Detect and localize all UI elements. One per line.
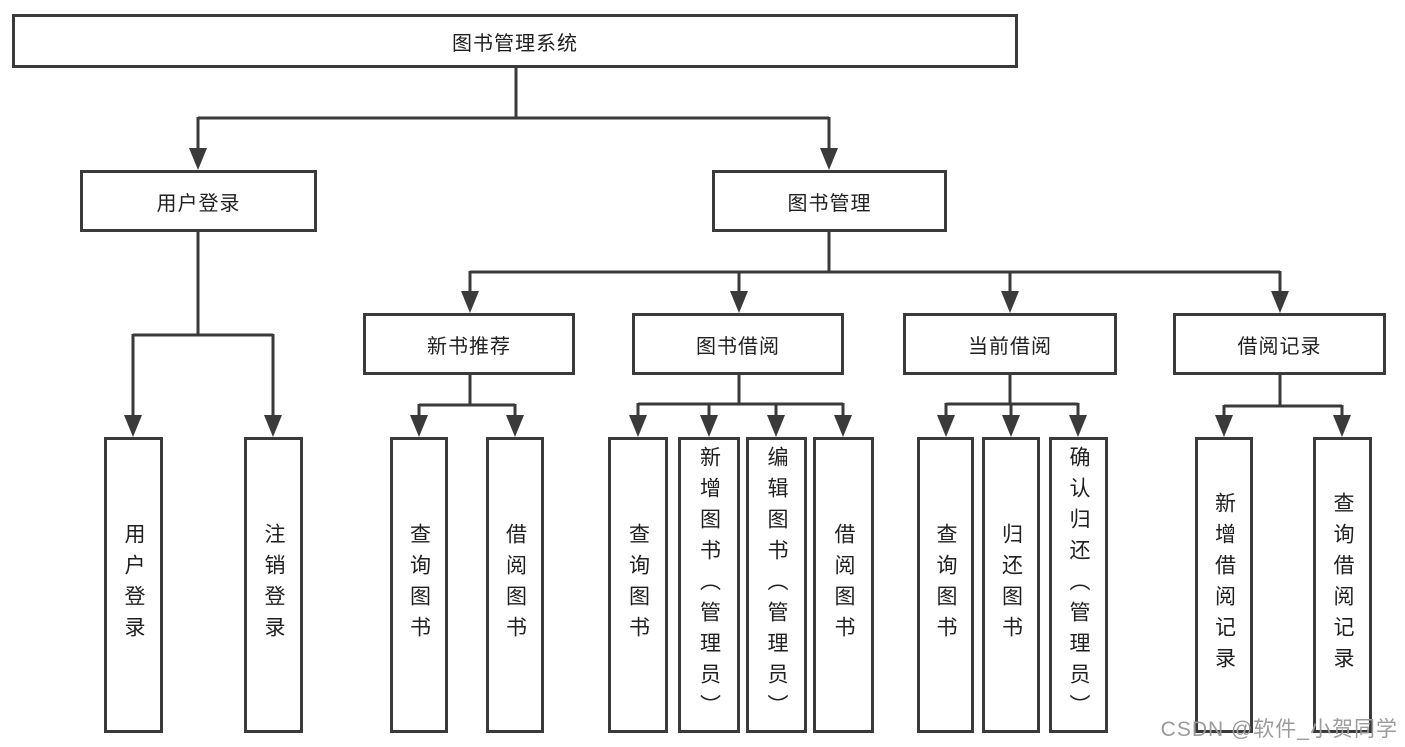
node-label: 新增图书（管理员）: [697, 445, 721, 725]
node-library-management-system: 图书管理系统: [12, 14, 1018, 68]
node-label: 图书借阅: [696, 335, 780, 358]
node-label: 借阅记录: [1237, 335, 1322, 358]
leaf-edit-books-admin: 编辑图书（管理员）: [746, 437, 807, 733]
leaf-add-books-admin: 新增图书（管理员）: [678, 437, 740, 733]
node-label: 图书管理系统: [452, 32, 578, 55]
leaf-borrow-books-recommend: 借阅图书: [486, 437, 544, 733]
leaf-query-books-borrowing: 查询图书: [608, 437, 668, 733]
node-label: 用户登录: [156, 192, 241, 215]
node-label: 查询图书: [626, 523, 650, 647]
leaf-confirm-return-admin: 确认归还（管理员）: [1049, 437, 1108, 733]
node-label: 新增借阅记录: [1212, 492, 1236, 678]
node-label: 查询图书: [934, 523, 957, 647]
leaf-query-borrow-record: 查询借阅记录: [1313, 437, 1372, 733]
node-label: 查询图书: [407, 523, 431, 647]
node-label: 借阅图书: [832, 523, 855, 647]
node-new-book-recommend: 新书推荐: [363, 313, 575, 375]
node-book-management: 图书管理: [712, 170, 947, 232]
node-label: 新书推荐: [427, 335, 511, 358]
node-label: 用户登录: [122, 523, 145, 647]
node-label: 编辑图书（管理员）: [765, 445, 788, 725]
leaf-logout: 注销登录: [244, 437, 303, 733]
leaf-query-books-current: 查询图书: [917, 437, 974, 733]
leaf-user-login: 用户登录: [104, 437, 163, 733]
node-label: 当前借阅: [968, 335, 1052, 358]
leaf-query-books-recommend: 查询图书: [390, 437, 448, 733]
node-label: 注销登录: [262, 523, 285, 647]
node-borrowing-records: 借阅记录: [1173, 313, 1386, 375]
node-label: 查询借阅记录: [1331, 492, 1354, 678]
node-current-borrowing: 当前借阅: [903, 313, 1117, 375]
node-label: 归还图书: [999, 523, 1023, 647]
node-book-borrowing: 图书借阅: [632, 313, 844, 375]
leaf-return-books: 归还图书: [982, 437, 1040, 733]
leaf-add-borrow-record: 新增借阅记录: [1195, 437, 1253, 733]
csdn-watermark: CSDN @软件_小贺同学: [1160, 718, 1398, 741]
leaf-borrow-books-borrowing: 借阅图书: [813, 437, 874, 733]
node-label: 确认归还（管理员）: [1067, 445, 1090, 725]
node-label: 借阅图书: [503, 523, 527, 647]
node-user-login: 用户登录: [80, 170, 317, 232]
node-label: 图书管理: [787, 192, 872, 215]
